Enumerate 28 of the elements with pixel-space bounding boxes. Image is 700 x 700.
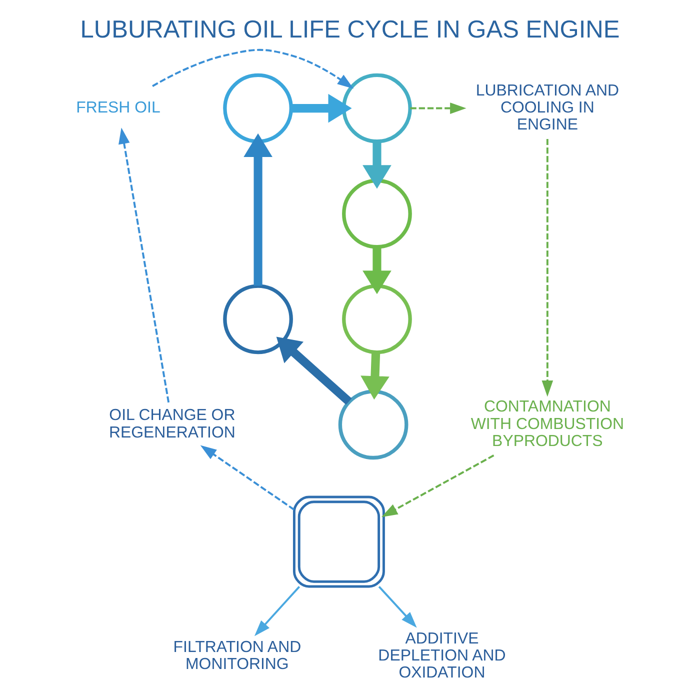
arrow [542,139,554,397]
arrow [276,336,352,405]
arrow [200,445,295,510]
node-text: ADDITIVE DEPLETION AND OXIDATION [378,630,506,682]
node-circle [223,73,293,144]
diagram-title: LUBURATING OIL LIFE CYCLE IN GAS ENGINE [80,16,620,44]
node-text: FILTRATION AND MONITORING [173,638,302,674]
arrow [362,142,392,189]
node-text: LUBRICATION AND COOLING IN ENGINE [476,82,620,134]
arrow [378,586,417,628]
arrow [362,246,392,294]
node-text: FRESH OIL [76,99,160,116]
node-circle [338,390,408,460]
arrow [291,94,352,123]
arrow [118,128,170,403]
arrow [152,48,354,89]
node-circle [342,178,412,249]
arrow [244,133,272,286]
arrow [381,454,494,518]
arrow [410,102,466,114]
node-circle [342,73,412,144]
node-text: OIL CHANGE OR REGENERATION [109,407,236,442]
node-circle [342,284,412,354]
node-circle [223,284,293,354]
node-text: CONTAMNATION WITH COMBUSTION BYPRODUCTS [470,398,624,450]
arrow [254,586,300,636]
arrow [360,352,390,400]
node-box [292,496,385,588]
